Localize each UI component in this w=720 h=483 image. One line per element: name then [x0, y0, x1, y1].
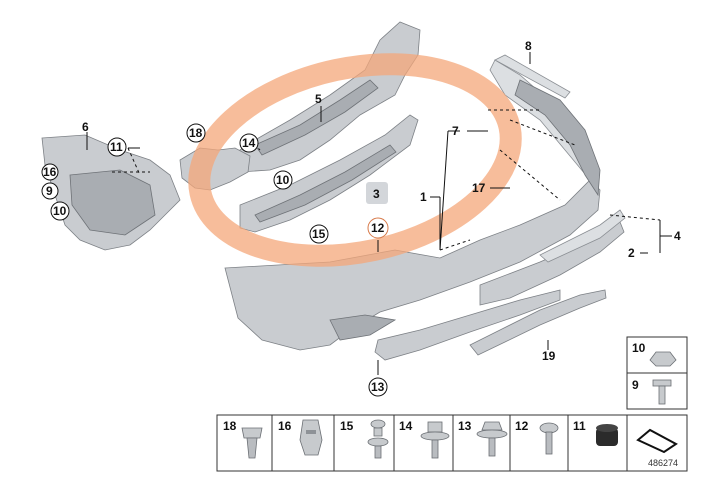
- callout-17[interactable]: 17: [472, 181, 486, 195]
- callout-16-circle: [41, 163, 59, 181]
- callout-5[interactable]: 5: [315, 92, 322, 106]
- legend-cell-9[interactable]: [626, 372, 688, 410]
- callout-15-circle: [309, 224, 329, 244]
- legend-label-9: 9: [632, 378, 639, 392]
- callout-2[interactable]: 2: [628, 246, 635, 260]
- expanding-nut-icon: [299, 419, 323, 456]
- bumper-carrier-ribs: [254, 144, 397, 223]
- lower-trim-panel[interactable]: [374, 289, 561, 361]
- callout-8[interactable]: 8: [525, 39, 532, 53]
- screw-icon: [652, 379, 672, 405]
- reflector-strip[interactable]: [494, 54, 571, 99]
- legend-label-15: 15: [340, 419, 354, 433]
- callout-14-circle: [239, 133, 259, 153]
- legend-label-10: 10: [632, 341, 646, 355]
- upper-carrier-ribs: [254, 79, 379, 156]
- bumper-side-wing: [514, 79, 601, 197]
- diffuser-fins[interactable]: [469, 289, 607, 356]
- callout-13-circle: [368, 377, 388, 397]
- bumper-lower-lip: [329, 314, 397, 341]
- callout-10b-circle: [273, 170, 293, 190]
- callout-11-circle: [107, 137, 127, 157]
- flange-screw-icon: [420, 421, 450, 459]
- callout-13[interactable]: 13: [371, 380, 385, 394]
- callout-16[interactable]: 16: [43, 165, 57, 179]
- reference-arrow-icon: [636, 428, 678, 454]
- callout-7[interactable]: 7: [452, 124, 459, 138]
- legend-label-14: 14: [399, 419, 413, 433]
- legend-label-11: 11: [573, 419, 586, 433]
- callout-15[interactable]: 15: [312, 227, 326, 241]
- legend-label-12: 12: [515, 419, 529, 433]
- callout-10b[interactable]: 10: [276, 173, 290, 187]
- callout-12-circle: [367, 217, 389, 239]
- bumper-cover[interactable]: [224, 179, 601, 351]
- callout-14[interactable]: 14: [242, 136, 256, 150]
- rubber-buffer-icon: [596, 424, 618, 446]
- torx-screw-icon: [539, 422, 559, 455]
- callout-4[interactable]: 4: [674, 229, 681, 243]
- hex-flange-bolt-icon: [476, 421, 508, 457]
- legend-label-13: 13: [458, 419, 472, 433]
- nut-icon: [649, 351, 677, 367]
- callout-6[interactable]: 6: [82, 120, 89, 134]
- diffuser-trim: [539, 209, 626, 263]
- callout-9[interactable]: 9: [46, 184, 53, 198]
- callout-9-circle: [41, 182, 59, 200]
- clip-icon: [241, 427, 263, 459]
- callout-10a-circle: [50, 201, 70, 221]
- callout-11[interactable]: 11: [110, 140, 123, 154]
- highlight-ring: [188, 53, 522, 267]
- callout-18-circle: [186, 123, 206, 143]
- callout-12[interactable]: 12: [371, 221, 385, 235]
- push-rivet-icon: [367, 419, 389, 459]
- legend-label-16: 16: [278, 419, 292, 433]
- legend-label-18: 18: [223, 419, 237, 433]
- callout-18[interactable]: 18: [189, 126, 203, 140]
- callout-1[interactable]: 1: [420, 190, 427, 204]
- callout-3[interactable]: 3: [373, 187, 380, 201]
- callout-10a[interactable]: 10: [53, 204, 67, 218]
- callout-19[interactable]: 19: [542, 349, 556, 363]
- callout-3-box: [366, 182, 388, 204]
- diagram-reference-number: 486274: [648, 458, 678, 468]
